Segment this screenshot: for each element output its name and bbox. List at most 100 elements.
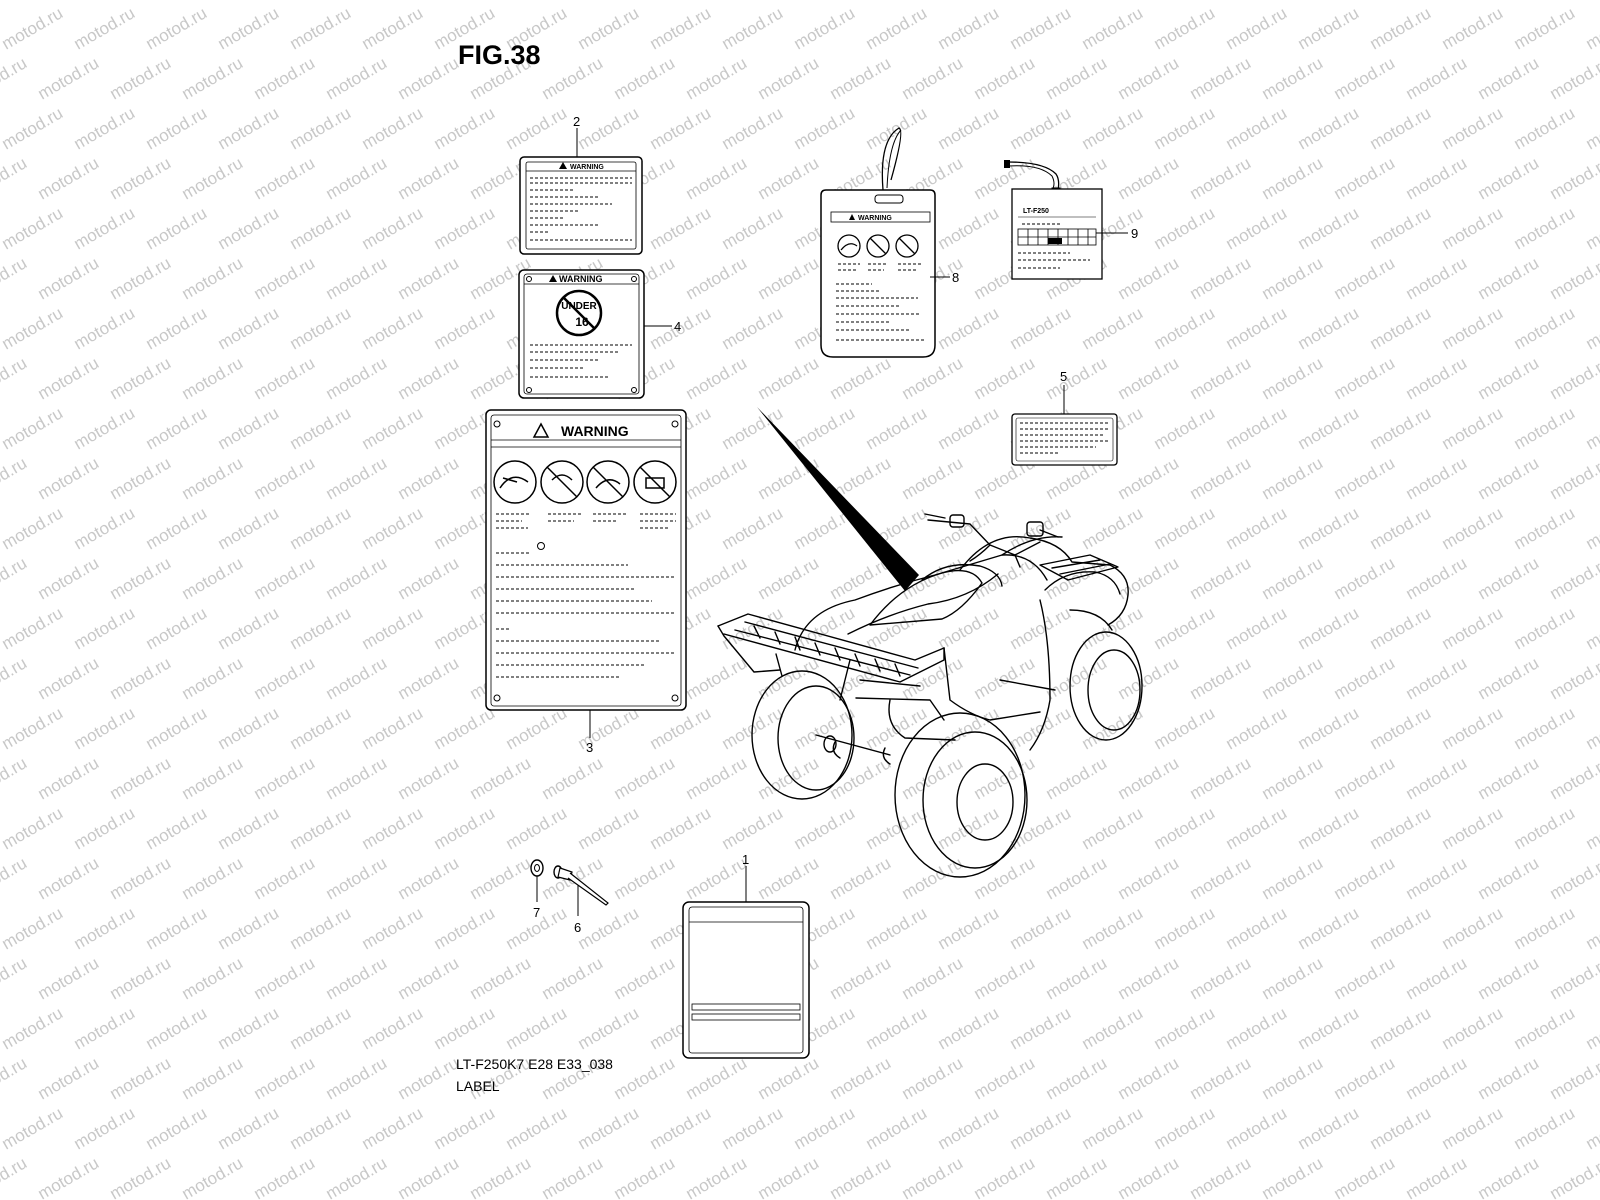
watermark-text: motod.ru bbox=[1115, 353, 1183, 403]
watermark-text: motod.ru bbox=[971, 853, 1039, 903]
watermark-text: motod.ru bbox=[1115, 53, 1183, 103]
watermark-text: motod.ru bbox=[1151, 3, 1219, 53]
watermark-text: motod.ru bbox=[575, 1003, 643, 1053]
watermark-text: motod.ru bbox=[1439, 503, 1507, 553]
watermark-text: motod.ru bbox=[1511, 1103, 1579, 1153]
watermark-text: motod.ru bbox=[359, 103, 427, 153]
watermark-text: motod.ru bbox=[0, 403, 66, 453]
watermark-text: motod.ru bbox=[35, 153, 103, 203]
watermark-text: motod.ru bbox=[71, 903, 139, 953]
watermark-text: motod.ru bbox=[1187, 453, 1255, 503]
watermark-text: motod.ru bbox=[1367, 403, 1435, 453]
watermark-text: motod.ru bbox=[359, 3, 427, 53]
label-part-4[interactable]: WARNING UNDER 16 4 bbox=[518, 269, 681, 399]
label-part-1[interactable]: 1 bbox=[682, 852, 810, 1059]
watermark-text: motod.ru bbox=[179, 853, 247, 903]
rivet-part-6[interactable]: 6 bbox=[553, 865, 609, 935]
watermark-text: motod.ru bbox=[899, 53, 967, 103]
watermark-text: motod.ru bbox=[431, 1103, 499, 1153]
watermark-text: motod.ru bbox=[395, 253, 463, 303]
watermark-text: motod.ru bbox=[0, 453, 30, 503]
watermark-text: motod.ru bbox=[1259, 1153, 1327, 1200]
watermark-text: motod.ru bbox=[1295, 403, 1363, 453]
watermark-text: motod.ru bbox=[1187, 1153, 1255, 1200]
watermark-text: motod.ru bbox=[359, 803, 427, 853]
watermark-text: motod.ru bbox=[1439, 603, 1507, 653]
watermark-text: motod.ru bbox=[971, 0, 1039, 3]
watermark-text: motod.ru bbox=[71, 503, 139, 553]
watermark-text: motod.ru bbox=[1115, 853, 1183, 903]
watermark-text: motod.ru bbox=[1547, 553, 1600, 603]
watermark-text: motod.ru bbox=[1547, 0, 1600, 3]
watermark-text: motod.ru bbox=[1115, 653, 1183, 703]
watermark-text: motod.ru bbox=[1403, 53, 1471, 103]
watermark-text: motod.ru bbox=[0, 853, 30, 903]
watermark-text: motod.ru bbox=[287, 503, 355, 553]
watermark-text: motod.ru bbox=[1475, 153, 1543, 203]
watermark-text: motod.ru bbox=[863, 1103, 931, 1153]
watermark-text: motod.ru bbox=[0, 553, 30, 603]
watermark-text: motod.ru bbox=[1259, 253, 1327, 303]
washer-part-7[interactable]: 7 bbox=[530, 859, 544, 920]
watermark-text: motod.ru bbox=[251, 353, 319, 403]
watermark-text: motod.ru bbox=[1475, 853, 1543, 903]
watermark-text: motod.ru bbox=[1079, 503, 1147, 553]
watermark-text: motod.ru bbox=[899, 1053, 967, 1103]
watermark-text: motod.ru bbox=[395, 653, 463, 703]
watermark-text: motod.ru bbox=[1223, 803, 1291, 853]
watermark-text: motod.ru bbox=[215, 803, 283, 853]
watermark-text: motod.ru bbox=[1547, 353, 1600, 403]
label-part-8[interactable]: WARNING 8 bbox=[820, 127, 959, 358]
watermark-text: motod.ru bbox=[287, 1103, 355, 1153]
watermark-text: motod.ru bbox=[1331, 1053, 1399, 1103]
watermark-text: motod.ru bbox=[143, 3, 211, 53]
watermark-text: motod.ru bbox=[107, 853, 175, 903]
watermark-text: motod.ru bbox=[1295, 603, 1363, 653]
watermark-text: motod.ru bbox=[1475, 353, 1543, 403]
watermark-text: motod.ru bbox=[1187, 553, 1255, 603]
watermark-text: motod.ru bbox=[1115, 753, 1183, 803]
watermark-text: motod.ru bbox=[899, 853, 967, 903]
watermark-text: motod.ru bbox=[251, 653, 319, 703]
watermark-text: motod.ru bbox=[0, 0, 30, 3]
watermark-text: motod.ru bbox=[1007, 903, 1075, 953]
watermark-text: motod.ru bbox=[755, 0, 823, 3]
watermark-text: motod.ru bbox=[1403, 653, 1471, 703]
watermark-text: motod.ru bbox=[0, 203, 66, 253]
callout-number: 9 bbox=[1131, 226, 1138, 241]
watermark-text: motod.ru bbox=[647, 203, 715, 253]
watermark-text: motod.ru bbox=[1511, 803, 1579, 853]
watermark-text: motod.ru bbox=[1295, 903, 1363, 953]
watermark-text: motod.ru bbox=[1079, 303, 1147, 353]
watermark-text: motod.ru bbox=[1259, 53, 1327, 103]
watermark-text: motod.ru bbox=[323, 253, 391, 303]
watermark-text: motod.ru bbox=[1367, 3, 1435, 53]
watermark-text: motod.ru bbox=[1295, 503, 1363, 553]
watermark-text: motod.ru bbox=[323, 553, 391, 603]
watermark-text: motod.ru bbox=[1439, 203, 1507, 253]
watermark-text: motod.ru bbox=[1151, 1003, 1219, 1053]
watermark-text: motod.ru bbox=[899, 1153, 967, 1200]
warning-triangle-icon bbox=[559, 162, 567, 169]
watermark-text: motod.ru bbox=[1151, 1103, 1219, 1153]
watermark-text: motod.ru bbox=[791, 403, 859, 453]
watermark-text: motod.ru bbox=[719, 603, 787, 653]
label-part-3[interactable]: WARNING 3 bbox=[485, 409, 687, 755]
watermark-text: motod.ru bbox=[107, 353, 175, 403]
watermark-text: motod.ru bbox=[1583, 3, 1600, 53]
watermark-text: motod.ru bbox=[1187, 53, 1255, 103]
watermark-text: motod.ru bbox=[791, 3, 859, 53]
watermark-text: motod.ru bbox=[1007, 3, 1075, 53]
label-part-5[interactable]: 5 bbox=[1011, 369, 1118, 466]
label-part-2[interactable]: WARNING 2 bbox=[519, 114, 643, 255]
watermark-text: motod.ru bbox=[1583, 903, 1600, 953]
watermark-text: motod.ru bbox=[971, 953, 1039, 1003]
watermark-text: motod.ru bbox=[575, 803, 643, 853]
watermark-text: motod.ru bbox=[1043, 753, 1111, 803]
label-part-9[interactable]: LT-F250 9 bbox=[1004, 160, 1138, 280]
watermark-text: motod.ru bbox=[899, 0, 967, 3]
watermark-text: motod.ru bbox=[1259, 353, 1327, 403]
watermark-text: motod.ru bbox=[323, 453, 391, 503]
watermark-text: motod.ru bbox=[1331, 1153, 1399, 1200]
watermark-text: motod.ru bbox=[0, 103, 66, 153]
